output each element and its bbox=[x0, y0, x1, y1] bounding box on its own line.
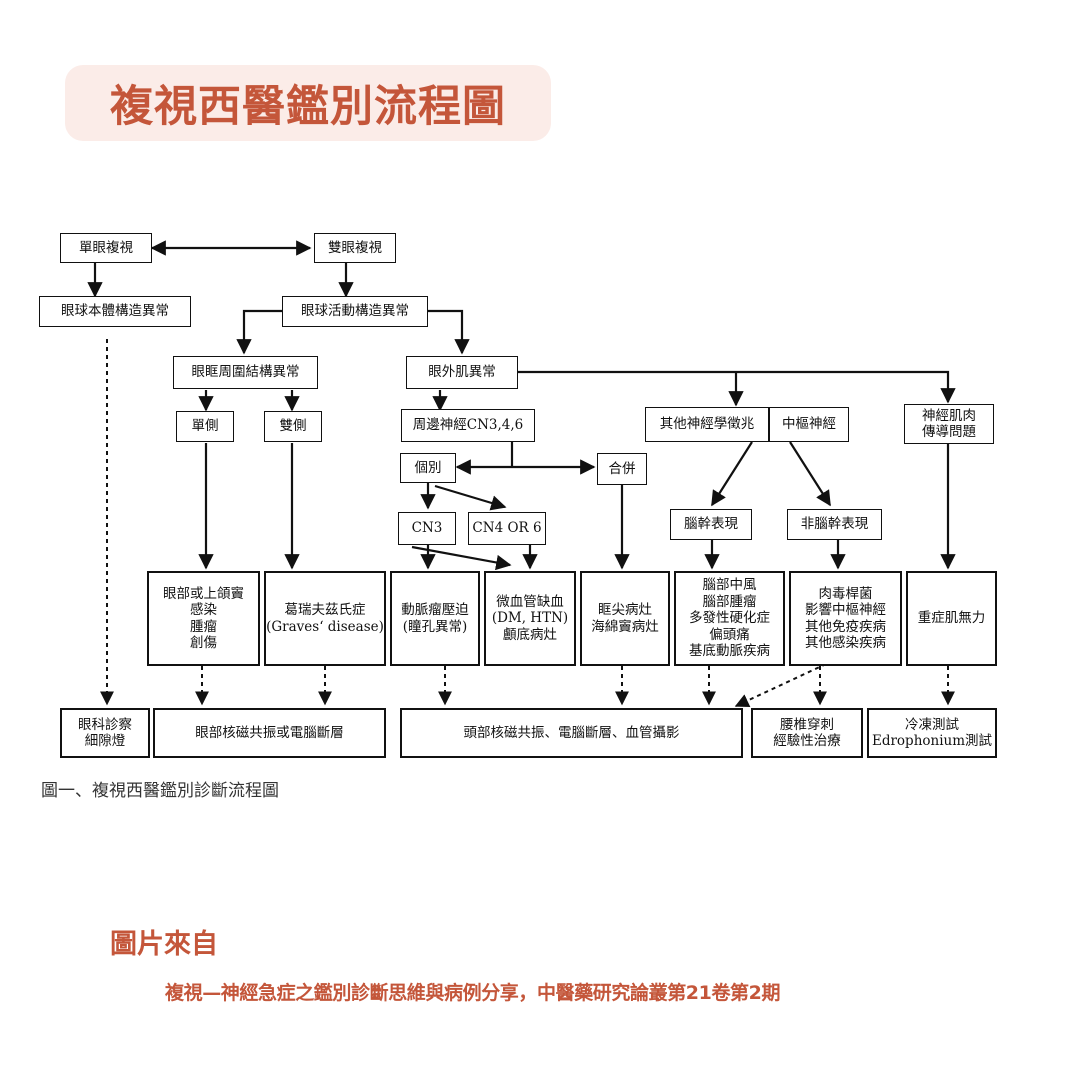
node-globe: 眼球本體構造異常 bbox=[39, 296, 191, 327]
node-dx-graves: 葛瑞夫茲氏症(Graves‘ disease) bbox=[264, 571, 386, 666]
node-combined: 合併 bbox=[597, 453, 647, 485]
node-other-signs: 其他神經學徵兆 bbox=[645, 407, 769, 442]
node-cn46: CN4 OR 6 bbox=[468, 512, 546, 545]
node-isolated: 個別 bbox=[400, 453, 456, 483]
node-test-orbit-img: 眼部核磁共振或電腦斷層 bbox=[153, 708, 386, 758]
node-nonbrainstem: 非腦幹表現 bbox=[787, 509, 882, 540]
edge-cn3-micro bbox=[411, 545, 512, 571]
node-test-slit: 眼科診察細隙燈 bbox=[60, 708, 150, 758]
node-nmj: 神經肌肉傳導問題 bbox=[904, 404, 994, 444]
page-title: 複視西醫鑑別流程圖 bbox=[110, 82, 506, 132]
node-dx-micro: 微血管缺血(DM, HTN)顱底病灶 bbox=[484, 571, 576, 666]
node-eom: 眼外肌異常 bbox=[406, 356, 518, 389]
edge-eom-nmj bbox=[518, 370, 956, 404]
edge-isolated-cn46 bbox=[434, 484, 507, 511]
node-dx-apex: 眶尖病灶海綿竇病灶 bbox=[580, 571, 670, 666]
edge-motility-orbit bbox=[236, 309, 282, 355]
node-bilateral: 雙側 bbox=[264, 411, 322, 442]
node-dx-aneurysm: 動脈瘤壓迫(瞳孔異常) bbox=[390, 571, 480, 666]
node-test-head-img: 頭部核磁共振、電腦斷層、血管攝影 bbox=[400, 708, 743, 758]
node-dx-mg: 重症肌無力 bbox=[906, 571, 997, 666]
node-cn3: CN3 bbox=[398, 512, 456, 545]
node-brainstem: 腦幹表現 bbox=[670, 509, 752, 540]
edge-motility-eom bbox=[428, 309, 470, 355]
node-mono: 單眼複視 bbox=[60, 233, 152, 263]
node-orbit: 眼眶周圍結構異常 bbox=[173, 356, 318, 389]
edge-nonbrainstem-head bbox=[734, 663, 827, 708]
source-citation: 複視—神經急症之鑑別診斷思維與病例分享，中醫藥研究論叢第21卷第2期 bbox=[165, 982, 781, 1004]
node-test-lp: 腰椎穿刺經驗性治療 bbox=[751, 708, 863, 758]
node-bino: 雙眼複視 bbox=[314, 233, 396, 263]
node-dx-orbit: 眼部或上頜竇感染腫瘤創傷 bbox=[147, 571, 260, 666]
node-dx-nonbrainstem: 肉毒桿菌影響中樞神經其他免疫疾病其他感染疾病 bbox=[789, 571, 902, 666]
node-dx-brainstem: 腦部中風腦部腫瘤多發性硬化症偏頭痛基底動脈疾病 bbox=[674, 571, 785, 666]
node-peripheral: 周邊神經CN3,4,6 bbox=[401, 409, 535, 442]
source-label: 圖片來自 bbox=[110, 929, 218, 960]
node-unilateral: 單側 bbox=[176, 411, 234, 442]
edge-central-nonbrainstem bbox=[789, 441, 831, 507]
node-motility: 眼球活動構造異常 bbox=[282, 296, 428, 327]
figure-caption: 圖一、複視西醫鑑別診斷流程圖 bbox=[41, 781, 279, 801]
edge-other-brainstem bbox=[711, 441, 753, 507]
node-central: 中樞神經 bbox=[769, 407, 849, 442]
title-banner: 複視西醫鑑別流程圖 bbox=[65, 65, 551, 141]
